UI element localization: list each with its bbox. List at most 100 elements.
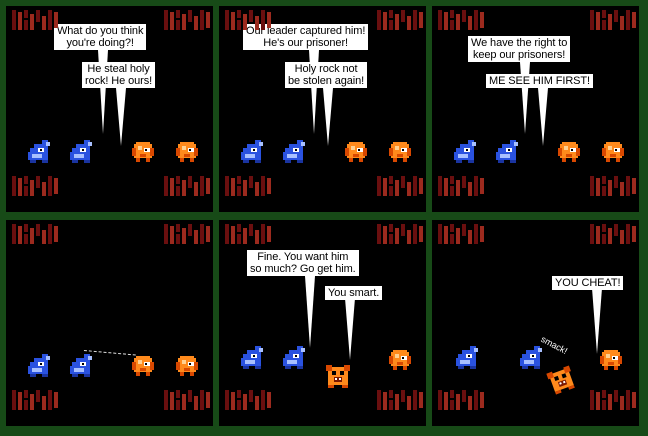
panel-2: Our leader captured him! He's our prison…	[219, 6, 426, 212]
rock-top-right	[377, 224, 423, 244]
cave-rock-tile-icon	[438, 224, 484, 244]
blue-moblin-sprite-icon	[283, 140, 305, 163]
orange-creature-1	[343, 138, 369, 164]
cave-rock-tile-icon	[590, 390, 636, 410]
blue-creature-2	[494, 138, 520, 164]
orange-creature-1	[598, 346, 624, 372]
blue-creature-1	[239, 344, 265, 370]
panel-4	[6, 220, 213, 426]
orange-octorok-sprite-icon	[389, 350, 411, 370]
rock-bottom-left	[438, 390, 484, 410]
panel-5: Fine. You want him so much? Go get him. …	[219, 220, 426, 426]
bubble-tail	[116, 88, 126, 146]
blue-moblin-sprite-icon	[283, 346, 305, 369]
blue-moblin-sprite-icon	[520, 346, 542, 369]
cave-rock-tile-icon	[590, 224, 636, 244]
cave-rock-tile-icon	[164, 10, 210, 30]
speech-bubble-2: ME SEE HIM FIRST!	[486, 74, 593, 88]
orange-creature-1	[556, 138, 582, 164]
orange-octorok-sprite-icon	[132, 356, 154, 376]
cave-rock-tile-icon	[225, 224, 271, 244]
rock-bottom-left	[12, 390, 58, 410]
rock-bottom-right	[377, 176, 423, 196]
orange-creature-2	[387, 138, 413, 164]
orange-octorok-sprite-icon	[132, 142, 154, 162]
orange-creature-1	[130, 352, 156, 378]
orange-octorok-sprite-icon	[558, 142, 580, 162]
captured-leader	[325, 362, 351, 388]
orange-octorok-sprite-icon	[600, 350, 622, 370]
blue-creature-1	[454, 344, 480, 370]
cave-rock-tile-icon	[164, 390, 210, 410]
rock-bottom-left	[12, 176, 58, 196]
panel-3: We have the right to keep our prisoners!…	[432, 6, 639, 212]
blue-creature-2	[281, 344, 307, 370]
cave-rock-tile-icon	[590, 10, 636, 30]
speech-bubble-2: You smart.	[325, 286, 383, 300]
bubble-tail	[309, 50, 319, 134]
rock-bottom-right	[164, 176, 210, 196]
rock-top-right	[377, 10, 423, 30]
blue-moblin-sprite-icon	[496, 140, 518, 163]
blue-moblin-sprite-icon	[454, 140, 476, 163]
bubble-tail	[345, 298, 355, 360]
bubble-tail	[98, 50, 108, 134]
blue-creature-2	[68, 352, 94, 378]
cave-rock-tile-icon	[377, 224, 423, 244]
speech-bubble-1: YOU CHEAT!	[552, 276, 624, 290]
bubble-tail	[323, 88, 333, 146]
blue-creature-2	[281, 138, 307, 164]
bubble-tail	[305, 276, 315, 348]
orange-octorok-sprite-icon	[602, 142, 624, 162]
blue-moblin-sprite-icon	[70, 140, 92, 163]
rock-bottom-right	[590, 390, 636, 410]
cave-rock-tile-icon	[377, 10, 423, 30]
cave-rock-tile-icon	[438, 10, 484, 30]
speech-bubble-1: Our leader captured him! He's our prison…	[243, 24, 369, 50]
cave-rock-tile-icon	[12, 176, 58, 196]
cave-rock-tile-icon	[225, 10, 271, 30]
panel-1: What do you think you're doing?! He stea…	[6, 6, 213, 212]
rock-top-right	[590, 224, 636, 244]
cave-rock-tile-icon	[12, 390, 58, 410]
rock-bottom-left	[438, 176, 484, 196]
bubble-tail	[520, 62, 530, 134]
cave-rock-tile-icon	[12, 10, 58, 30]
blue-moblin-sprite-icon	[241, 140, 263, 163]
orange-creature-2	[600, 138, 626, 164]
cave-rock-tile-icon	[438, 390, 484, 410]
speech-bubble-1: Fine. You want him so much? Go get him.	[247, 250, 359, 276]
speech-bubble-1: What do you think you're doing?!	[54, 24, 147, 50]
orange-octorok-sprite-icon	[389, 142, 411, 162]
rock-bottom-left	[225, 176, 271, 196]
blue-moblin-sprite-icon	[28, 140, 50, 163]
blue-creature-2	[518, 344, 544, 370]
cave-rock-tile-icon	[377, 390, 423, 410]
blue-moblin-sprite-icon	[28, 354, 50, 377]
orange-octorok-sprite-icon	[176, 356, 198, 376]
cave-rock-tile-icon	[164, 176, 210, 196]
rock-top-right	[164, 10, 210, 30]
rock-bottom-right	[164, 390, 210, 410]
cave-rock-tile-icon	[438, 176, 484, 196]
captured-leader	[544, 362, 577, 396]
rock-top-left	[12, 10, 58, 30]
cave-rock-tile-icon	[164, 224, 210, 244]
speech-bubble-2: Holy rock not be stolen again!	[285, 62, 368, 88]
blue-moblin-sprite-icon	[70, 354, 92, 377]
rock-top-left	[225, 10, 271, 30]
cave-rock-tile-icon	[225, 390, 271, 410]
bubble-tail	[592, 288, 602, 354]
orange-creature-1	[387, 346, 413, 372]
rock-top-left	[438, 10, 484, 30]
cave-rock-tile-icon	[590, 176, 636, 196]
cave-rock-tile-icon	[377, 176, 423, 196]
blue-creature-1	[239, 138, 265, 164]
orange-octorok-sprite-icon	[345, 142, 367, 162]
rock-top-left	[225, 224, 271, 244]
blue-moblin-sprite-icon	[456, 346, 478, 369]
rock-top-right	[164, 224, 210, 244]
blue-creature-2	[68, 138, 94, 164]
speech-bubble-2: He steal holy rock! He ours!	[82, 62, 156, 88]
